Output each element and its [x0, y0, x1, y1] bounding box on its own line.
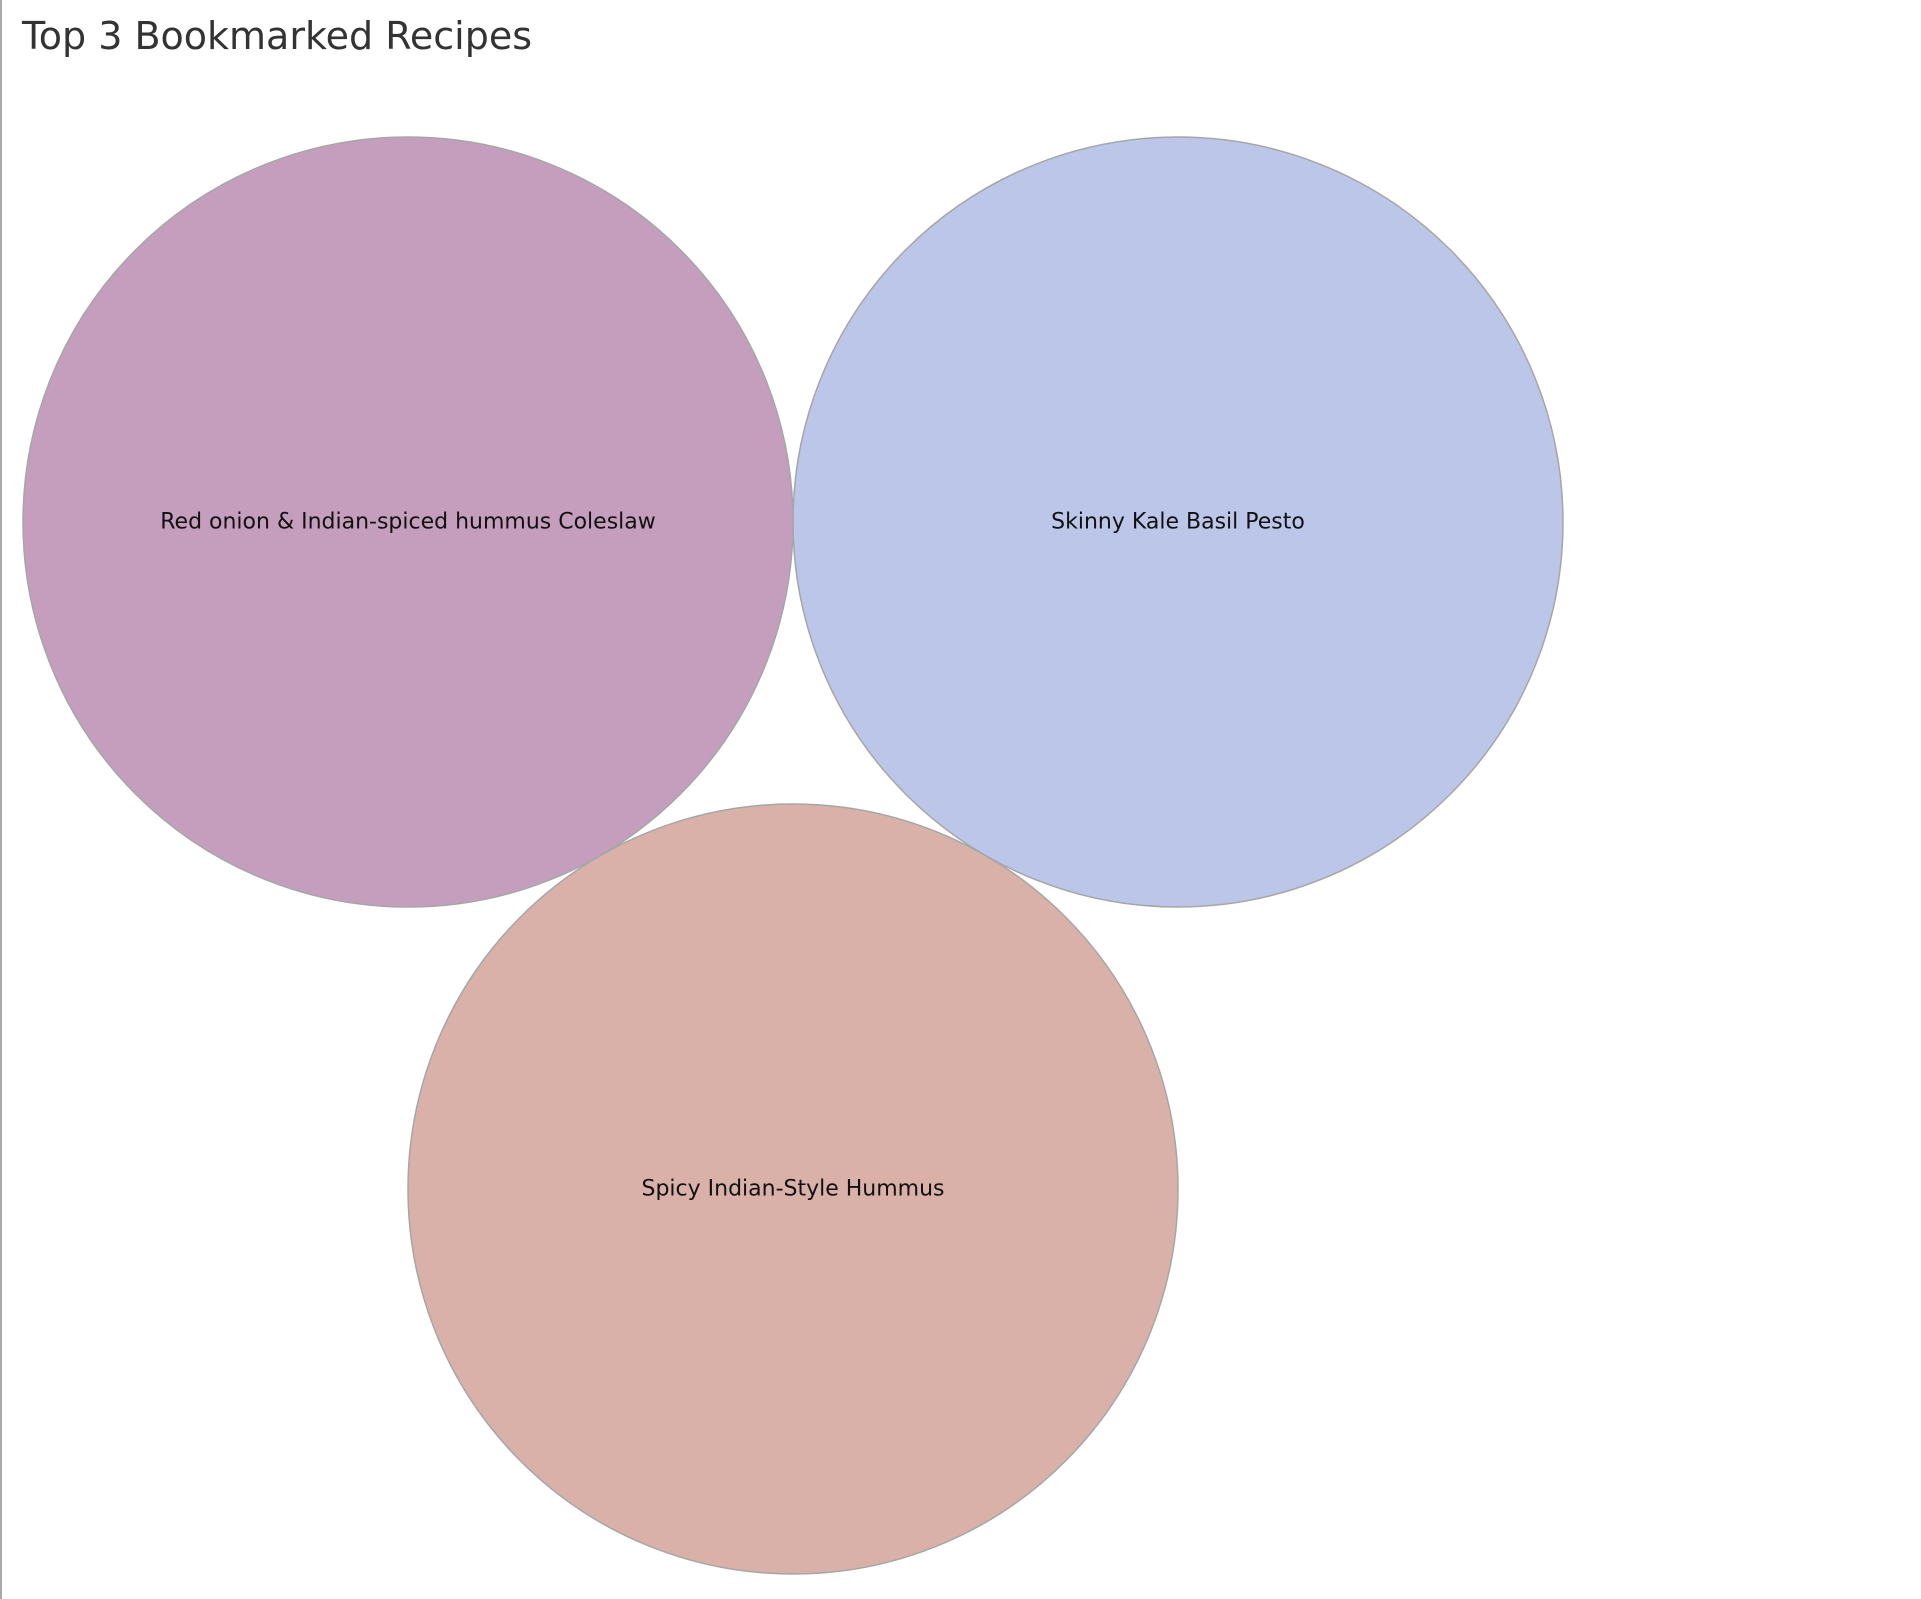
left-border [0, 0, 2, 1599]
bubble-3[interactable] [407, 803, 1179, 1575]
bubbles-layer [22, 136, 1564, 1575]
chart-title: Top 3 Bookmarked Recipes [22, 14, 533, 58]
labels-layer: Red onion & Indian-spiced hummus Colesla… [160, 510, 1305, 1202]
bubble-2[interactable] [792, 136, 1564, 908]
bubble-label-1: Red onion & Indian-spiced hummus Colesla… [160, 510, 656, 535]
bubble-label-2: Skinny Kale Basil Pesto [1051, 510, 1305, 535]
bubble-label-3: Spicy Indian-Style Hummus [641, 1177, 944, 1202]
